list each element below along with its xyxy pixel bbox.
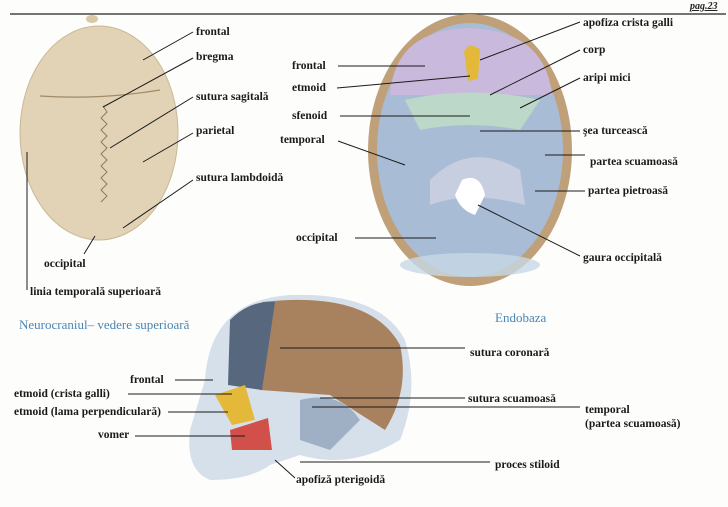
skull-base-view: [368, 14, 572, 286]
label-vomer: vomer: [98, 429, 130, 441]
label-sutura-coronara: sutura coronară: [470, 347, 550, 359]
label-proces-stiloid: proces stiloid: [495, 459, 560, 471]
page-number: pag.23: [690, 1, 718, 12]
label-sag-frontal: frontal: [130, 374, 164, 386]
label-endo-frontal: frontal: [292, 60, 326, 72]
skull-superior-view: [19, 15, 179, 241]
label-gaura-occipitala: gaura occipitală: [583, 252, 662, 264]
label-etmoid-lama: etmoid (lama perpendiculară): [14, 406, 161, 418]
label-sea-turceasca: şea turcească: [583, 125, 648, 137]
label-partea-scuamoasa: partea scuamoasă: [590, 156, 678, 168]
label-temporal-sub: (partea scuamoasă): [585, 418, 681, 430]
label-aripi-mici: aripi mici: [583, 72, 631, 84]
caption-endobaza: Endobaza: [495, 310, 547, 325]
label-endo-temporal: temporal: [280, 134, 325, 146]
label-endo-occipital: occipital: [296, 232, 338, 244]
leader-lines: [26, 21, 585, 479]
caption-superior-view: Neurocraniul– vedere superioară: [19, 317, 190, 332]
label-bregma: bregma: [196, 51, 234, 63]
label-sutura-scuamoasa: sutura scuamoasă: [468, 393, 556, 405]
label-corp: corp: [583, 44, 606, 56]
label-endo-sfenoid: sfenoid: [292, 110, 328, 122]
label-linia-temporala: linia temporală superioară: [30, 286, 161, 298]
label-parietal: parietal: [196, 125, 235, 137]
label-endo-etmoid: etmoid: [292, 82, 326, 94]
label-temporal: temporal: [585, 404, 630, 416]
label-crista-galli: apofiza crista galli: [583, 17, 674, 29]
label-partea-pietroasa: partea pietroasă: [588, 185, 668, 197]
label-frontal: frontal: [196, 26, 230, 38]
label-apofiza-pterigoida: apofiză pterigoidă: [296, 474, 386, 486]
label-sutura-lambdoida: sutura lambdoidă: [196, 172, 284, 184]
label-occipital: occipital: [44, 258, 86, 270]
label-sutura-sagitala: sutura sagitală: [196, 91, 269, 103]
label-etmoid-crista-galli: etmoid (crista galli): [14, 388, 110, 400]
skull-sagittal-view: [189, 294, 412, 480]
